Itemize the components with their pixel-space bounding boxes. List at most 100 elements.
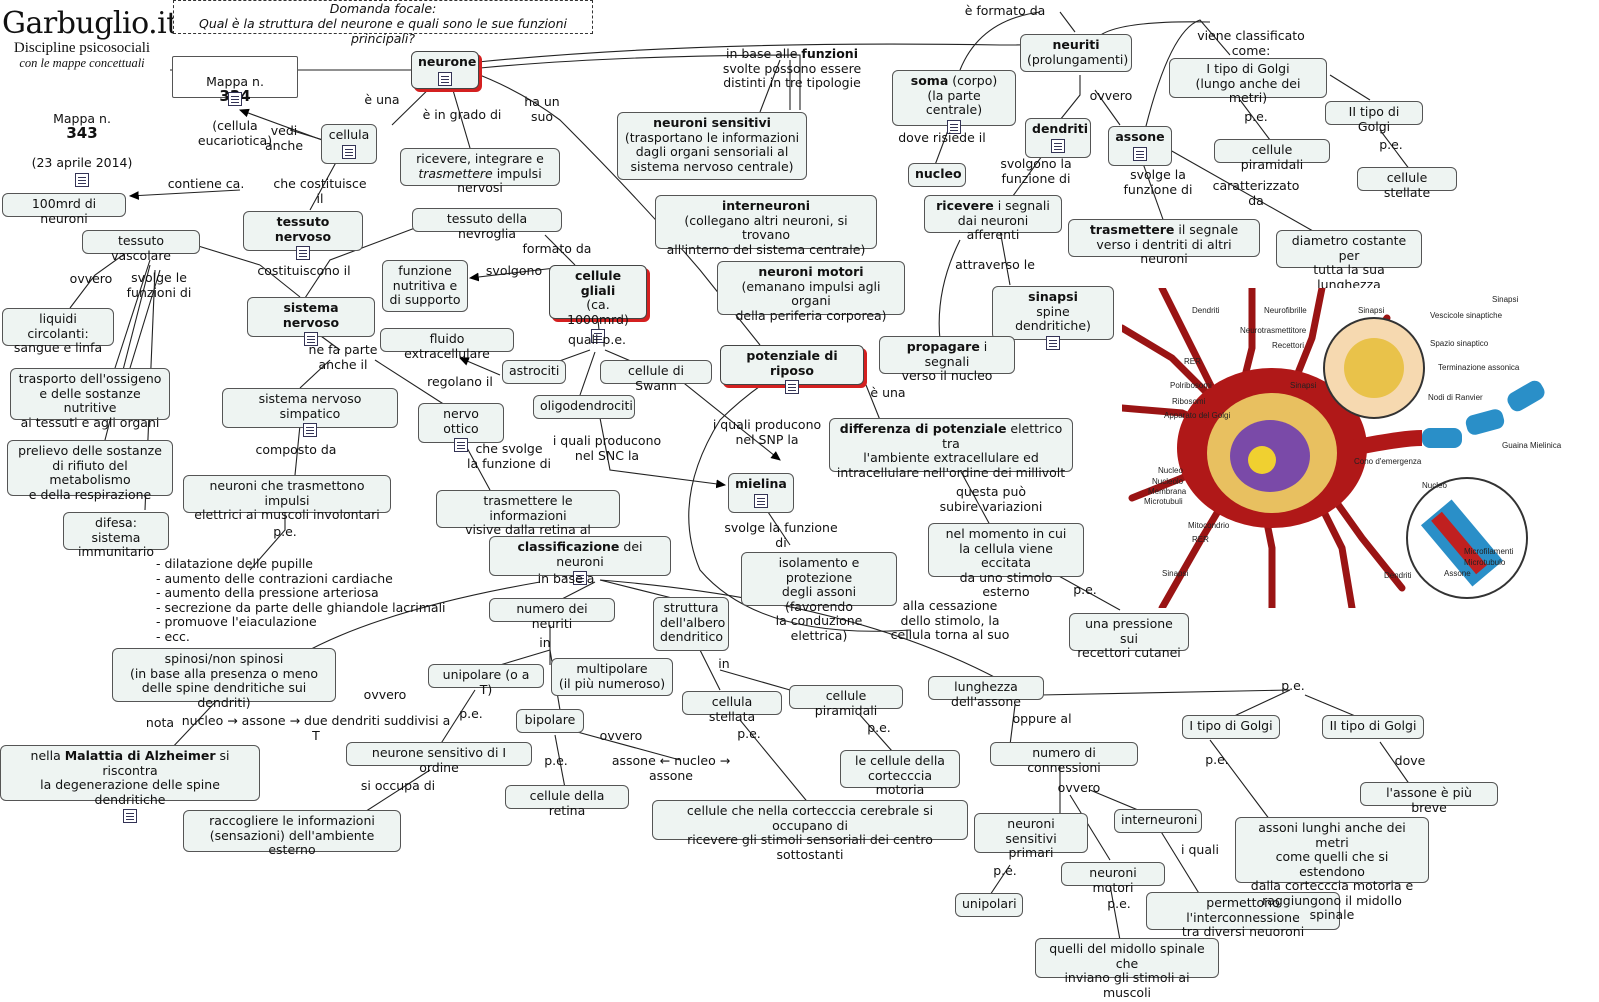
node-neuroni-sensitivi[interactable]: neuroni sensitivi(trasportano le informa… (617, 112, 807, 180)
node-cellula-stellata[interactable]: cellula stellata (682, 691, 782, 723)
map-334-link[interactable]: Mappa n. 334 (cellula eucariotica) (172, 56, 298, 147)
node-cellule-retina[interactable]: cellule della retina (505, 785, 629, 817)
node-assone-breve[interactable]: l'assone è più breve (1360, 782, 1498, 814)
node-neuroni-motori-2[interactable]: neuroni motori (1061, 862, 1165, 894)
node-tessuto-nevroglia[interactable]: tessuto della nevroglia (412, 208, 562, 240)
node-golgi2-bottom[interactable]: II tipo di Golgi (1322, 715, 1424, 739)
node-icon[interactable] (454, 438, 468, 452)
node-icon[interactable] (1046, 335, 1060, 350)
node-nervo-ottico[interactable]: nervo ottico (418, 403, 504, 452)
node-sistema-nervoso[interactable]: sistema nervoso (247, 297, 375, 346)
node-prelievo[interactable]: prelievo delle sostanze di rifiuto del m… (7, 440, 173, 501)
node-icon[interactable] (1133, 146, 1147, 161)
node-text: mielina (735, 476, 787, 491)
node-isolamento[interactable]: isolamento e protezione degli assoni (fa… (741, 552, 897, 642)
node-trasmettere-info[interactable]: trasmettere le informazioni visive dalla… (436, 490, 620, 551)
node-trasmettere-segnale[interactable]: trasmettere il segnale verso i dentriti … (1068, 219, 1260, 266)
node-neuriti[interactable]: neuriti(prolungamenti) (1020, 34, 1132, 72)
node-nucleo[interactable]: nucleo (908, 163, 966, 187)
node-permettono[interactable]: permettono l'interconnessione tra divers… (1146, 892, 1340, 939)
node-icon[interactable] (591, 329, 605, 343)
node-propagare[interactable]: propagare i segnali verso il nucleo (879, 336, 1015, 383)
node-numero-neuriti[interactable]: numero dei neuriti (489, 598, 615, 630)
node-unipolare-t[interactable]: unipolare (o a T) (428, 664, 544, 696)
node-differenza[interactable]: differenza di potenziale elettrico tra l… (829, 418, 1073, 479)
node-difesa[interactable]: difesa: sistema immunitario (63, 512, 169, 559)
node-icon[interactable] (785, 380, 799, 394)
node-text: numero di connessioni (1027, 745, 1101, 775)
node-multipolare[interactable]: multipolare (il più numeroso) (551, 658, 673, 696)
node-astrociti[interactable]: astrociti (502, 360, 566, 384)
node-dendriti[interactable]: dendriti (1025, 118, 1091, 158)
node-funzione-nutritiva[interactable]: funzione nutritiva e di supporto (382, 260, 468, 312)
map334-icon[interactable] (228, 92, 242, 106)
node-golgi1-bottom[interactable]: I tipo di Golgi (1182, 715, 1280, 739)
node-cellule-gliali[interactable]: cellule gliali(ca. 1000mrd) (549, 265, 647, 343)
node-assone[interactable]: assone (1108, 126, 1172, 166)
node-icon[interactable] (296, 246, 310, 260)
node-icon[interactable] (754, 493, 768, 508)
node-mielina[interactable]: mielina (728, 473, 794, 513)
node-tessuto-vascolare[interactable]: tessuto vascolare (82, 230, 200, 262)
node-alzheimer[interactable]: nella Malattia di Alzheimer si riscontra… (0, 745, 260, 823)
node-fluido[interactable]: fluido extracellulare (380, 328, 514, 360)
node-neuroni-impulsi[interactable]: neuroni che trasmettono impulsi elettric… (183, 475, 391, 522)
node-spinosi[interactable]: spinosi/non spinosi (in base alla presen… (112, 648, 336, 709)
node-trasporto[interactable]: trasporto dell'ossigeno e delle sostanze… (10, 368, 170, 429)
map-link-icon[interactable] (75, 172, 89, 187)
node-corteccia-cerebrale[interactable]: cellule che nella cortecccia cerebrale s… (652, 800, 968, 861)
node-corteccia-motoria[interactable]: le cellule della cortecccia motoria (840, 750, 960, 797)
node-unipolari[interactable]: unipolari (955, 893, 1023, 917)
node-lunghezza-assone[interactable]: lunghezza dell'assone (928, 676, 1044, 708)
node-interneuroni[interactable]: interneuroni(collegano altri neuroni, si… (655, 195, 877, 256)
link-label: vedi anche (264, 123, 304, 153)
node-text: tessuto vascolare (111, 233, 171, 263)
node-golgi1-top[interactable]: I tipo di Golgi (lungo anche dei metri) (1169, 58, 1327, 105)
node-momento[interactable]: nel momento in cui la cellula viene ecci… (928, 523, 1084, 599)
node-soma[interactable]: soma (corpo) (la parte centrale) (892, 70, 1016, 134)
node-bipolare[interactable]: bipolare (516, 709, 584, 733)
node-liquidi[interactable]: liquidi circolanti: sangue e linfa (2, 308, 114, 355)
node-neuroni-motori[interactable]: neuroni motori(emanano impulsi agli orga… (717, 261, 905, 322)
node-ricevere-segnali[interactable]: ricevere i segnali dai neuroni afferenti (924, 195, 1062, 242)
node-icon[interactable] (342, 144, 356, 159)
node-neurone-sensitivo[interactable]: neurone sensitivo di I ordine (346, 742, 532, 774)
node-assoni-lunghi[interactable]: assoni lunghi anche dei metri come quell… (1235, 817, 1429, 922)
node-icon[interactable] (438, 71, 452, 86)
node-cellule-swann[interactable]: cellule di Swann (600, 360, 712, 392)
node-numero-connessioni[interactable]: numero di connessioni (990, 742, 1138, 774)
node-struttura-albero[interactable]: struttura dell'albero dendritico (653, 597, 729, 651)
node-icon[interactable] (1051, 138, 1065, 153)
node-golgi2-top[interactable]: II tipo di Golgi (1325, 101, 1423, 133)
node-interneuroni-2[interactable]: interneuroni (1114, 809, 1202, 833)
link-label: regolano il (427, 374, 493, 389)
node-diametro[interactable]: diametro costante per tutta la sua lungh… (1276, 230, 1422, 291)
node-text: tessuto della nevroglia (446, 211, 528, 241)
link-label: assone ← nucleo → assone (611, 753, 731, 783)
link-label: nota (145, 715, 175, 730)
node-raccogliere[interactable]: raccogliere le informazioni (sensazioni)… (183, 810, 401, 857)
node-sensitivi-primari[interactable]: neuroni sensitivi primari (974, 813, 1088, 860)
node-icon[interactable] (303, 423, 317, 437)
node-neurone[interactable]: neurone (411, 51, 479, 89)
node-cellule-piramidali[interactable]: cellule piramidali (789, 685, 903, 717)
node-icon[interactable] (947, 119, 961, 134)
node-icon[interactable] (304, 332, 318, 346)
node-text: cellule stellate (1383, 170, 1431, 200)
node-text: liquidi circolanti: sangue e linfa (13, 311, 103, 355)
node-piramidali-top[interactable]: cellule piramidali (1214, 139, 1330, 171)
node-icon[interactable] (123, 809, 137, 823)
node-100mrd[interactable]: 100mrd di neuroni (2, 193, 126, 225)
node-tessuto-nervoso[interactable]: tessuto nervoso (243, 211, 363, 260)
node-icon[interactable] (573, 571, 587, 585)
node-cellula[interactable]: cellula (321, 124, 377, 164)
node-pressione[interactable]: una pressione sui recettori cutanei (1069, 613, 1189, 660)
node-potenziale[interactable]: potenziale di riposo (720, 345, 864, 394)
node-sn-simpatico[interactable]: sistema nervoso simpatico (222, 388, 398, 437)
node-midollo[interactable]: quelli del midollo spinale che inviano g… (1035, 938, 1219, 999)
node-classificazione[interactable]: classificazione dei neuroni (489, 536, 671, 585)
node-stellate-top[interactable]: cellule stellate (1357, 167, 1457, 199)
node-oligodendrociti[interactable]: oligodendrociti (533, 395, 635, 419)
